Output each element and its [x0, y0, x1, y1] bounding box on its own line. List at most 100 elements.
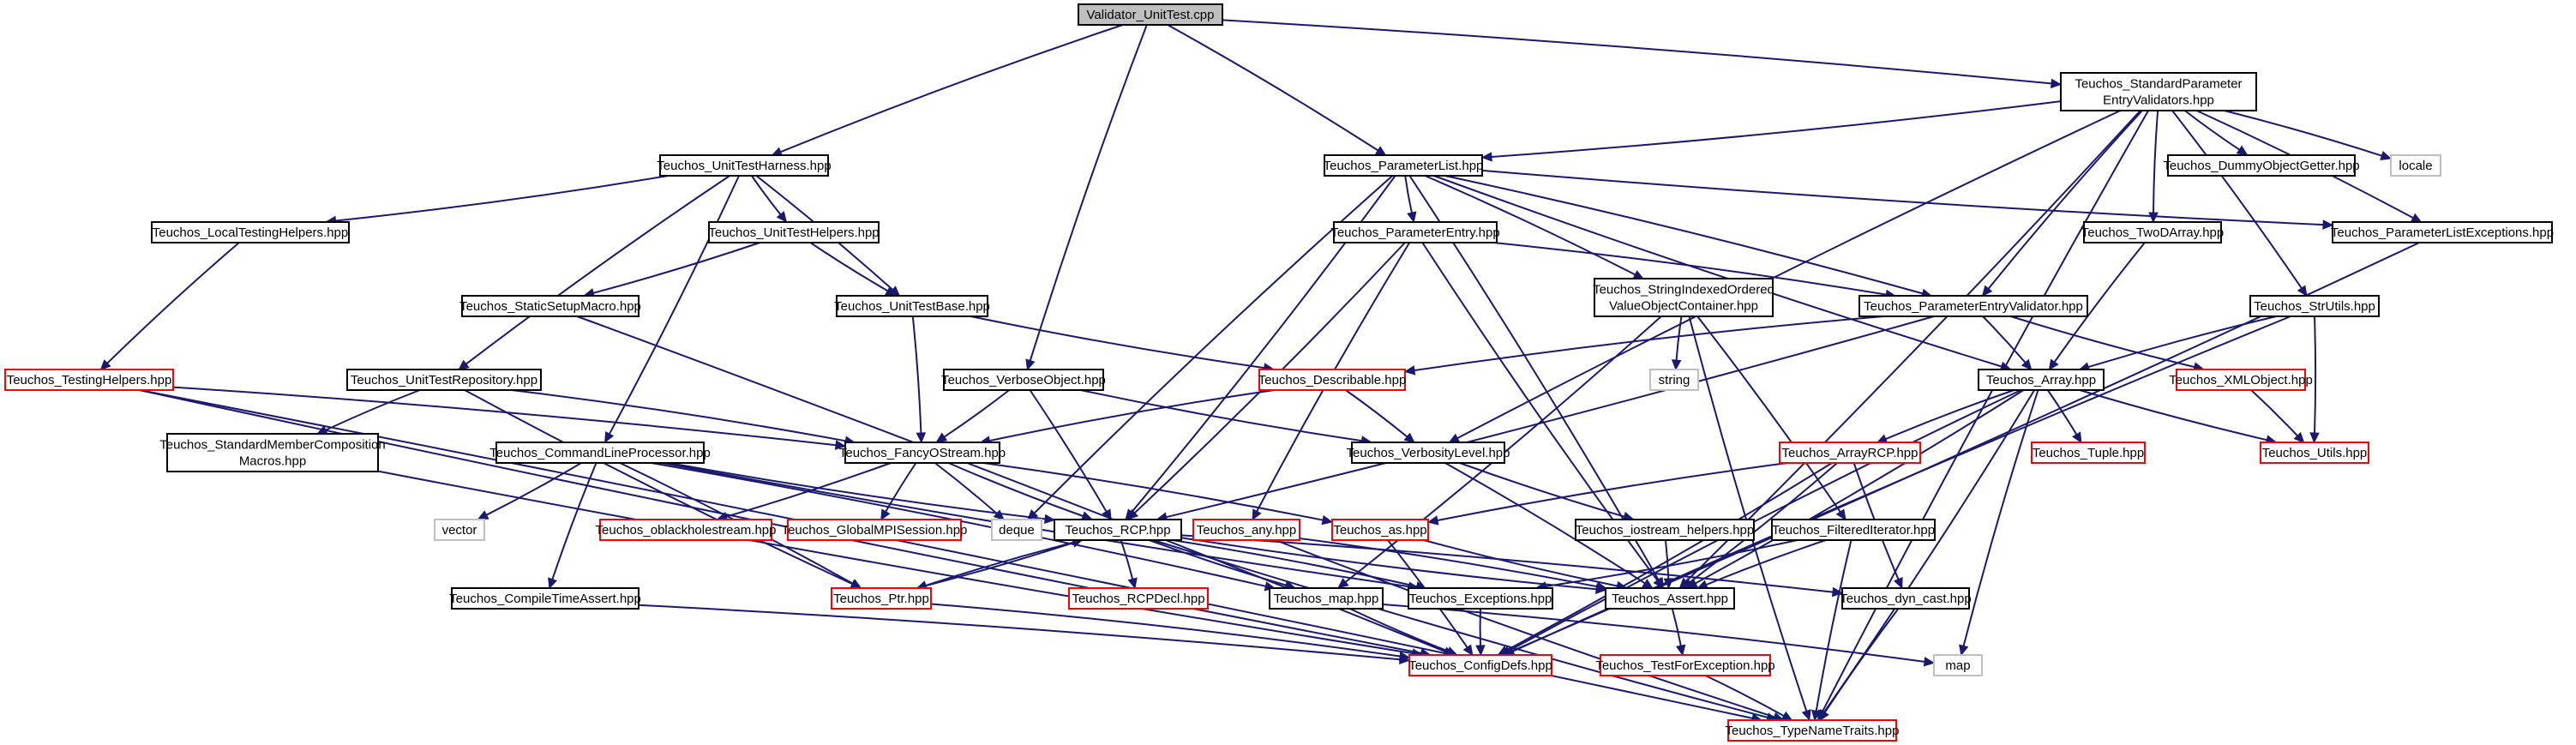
- node-box-as: [1331, 519, 1429, 541]
- node-gmpi[interactable]: Teuchos_GlobalMPISession.hpp: [782, 519, 968, 541]
- edge-pl-to-pev: [1444, 175, 1923, 295]
- arrowhead-spev-to-locale: [2380, 151, 2393, 160]
- node-utils[interactable]: Teuchos_Utils.hpp: [2260, 442, 2369, 464]
- node-label-rcpdecl-0: Teuchos_RCPDecl.hpp: [1072, 592, 1204, 606]
- arrowhead-exc-to-cfg: [1475, 645, 1486, 657]
- node-ple[interactable]: Teuchos_ParameterListExceptions.hpp: [2331, 221, 2554, 243]
- node-uthelp[interactable]: Teuchos_UnitTestHelpers.hpp: [708, 221, 880, 243]
- node-obh[interactable]: Teuchos_oblackholestream.hpp: [596, 519, 777, 541]
- edge-vl-to-assert: [1444, 462, 1646, 585]
- node-desc[interactable]: Teuchos_Describable.hpp: [1258, 369, 1407, 391]
- node-xml[interactable]: Teuchos_XMLObject.hpp: [2169, 369, 2313, 391]
- node-label-tda-0: Teuchos_TwoDArray.hpp: [2081, 225, 2224, 240]
- arrowhead-vl-to-assert: [1642, 579, 1654, 589]
- node-ioh[interactable]: Teuchos_iostream_helpers.hpp: [1575, 519, 1755, 541]
- node-label-th-0: Teuchos_TestingHelpers.hpp: [7, 373, 172, 388]
- node-any[interactable]: Teuchos_any.hpp: [1192, 519, 1300, 541]
- node-tuple[interactable]: Teuchos_Tuple.hpp: [2031, 442, 2146, 464]
- arrowhead-map-to-cfg: [1445, 646, 1458, 656]
- node-uth[interactable]: Teuchos_UnitTestHarness.hpp: [657, 154, 832, 177]
- node-vo[interactable]: Teuchos_VerboseObject.hpp: [941, 369, 1106, 391]
- edge-map-to-cfg: [1349, 608, 1449, 652]
- node-dyn[interactable]: Teuchos_dyn_cast.hpp: [1840, 587, 1972, 610]
- node-clp[interactable]: Teuchos_CommandLineProcessor.hpp: [489, 442, 711, 464]
- node-fi[interactable]: Teuchos_FilteredIterator.hpp: [1771, 519, 1936, 541]
- edge-spev-to-assert: [1685, 110, 2141, 582]
- node-utr[interactable]: Teuchos_UnitTestRepository.hpp: [346, 369, 542, 391]
- node-pe[interactable]: Teuchos_ParameterEntry.hpp: [1330, 221, 1500, 243]
- arrowhead-uth-to-uthelp: [776, 211, 788, 223]
- node-label-clp-0: Teuchos_CommandLineProcessor.hpp: [489, 446, 711, 460]
- node-pev[interactable]: Teuchos_ParameterEntryValidator.hpp: [1858, 295, 2088, 317]
- node-smc[interactable]: Teuchos_StandardMemberCompositionMacros.…: [159, 433, 386, 472]
- node-tda[interactable]: Teuchos_TwoDArray.hpp: [2081, 221, 2224, 243]
- edge-desc-to-vl: [1345, 389, 1408, 438]
- node-map[interactable]: Teuchos_map.hpp: [1269, 587, 1384, 610]
- edge-rcp-to-rcpdecl: [1120, 539, 1134, 580]
- edge-th-to-cfg: [139, 389, 1421, 654]
- edge-pl-to-ple: [1481, 169, 2324, 226]
- node-dog[interactable]: Teuchos_DummyObjectGetter.hpp: [2163, 154, 2360, 177]
- edge-fos-to-deque: [934, 462, 998, 514]
- node-lth[interactable]: Teuchos_LocalTestingHelpers.hpp: [151, 221, 350, 243]
- edge-fi-to-tnt: [1815, 539, 1852, 712]
- nodes-layer: Validator_UnitTest.cppTeuchos_StandardPa…: [4, 3, 2554, 742]
- node-label-as-0: Teuchos_as.hpp: [1333, 523, 1426, 538]
- node-vl[interactable]: Teuchos_VerbosityLevel.hpp: [1347, 442, 1510, 464]
- arrowhead-pl-to-ple: [2322, 219, 2334, 230]
- node-box-pe: [1333, 221, 1498, 243]
- node-box-obh: [599, 519, 772, 541]
- node-string: string: [1649, 369, 1699, 391]
- node-label-vo-0: Teuchos_VerboseObject.hpp: [941, 373, 1106, 388]
- arrowhead-fos-to-deque: [993, 509, 1006, 521]
- edge-utr-to-fos: [511, 389, 846, 442]
- node-tfe[interactable]: Teuchos_TestForException.hpp: [1595, 654, 1775, 676]
- node-box-any: [1192, 519, 1300, 541]
- edge-spev-to-locale: [2224, 110, 2382, 157]
- edge-rcp-to-dyn: [1180, 534, 1834, 593]
- edge-assert-to-tfe: [1671, 608, 1682, 646]
- node-sio[interactable]: Teuchos_StringIndexedOrderedValueObjectC…: [1593, 278, 1774, 317]
- node-assert[interactable]: Teuchos_Assert.hpp: [1605, 587, 1735, 610]
- node-root[interactable]: Validator_UnitTest.cpp: [1078, 3, 1223, 26]
- node-th[interactable]: Teuchos_TestingHelpers.hpp: [4, 369, 174, 391]
- edge-sio-to-string: [1675, 315, 1683, 361]
- node-array[interactable]: Teuchos_Array.hpp: [1978, 369, 2105, 391]
- node-label-dyn-0: Teuchos_dyn_cast.hpp: [1840, 592, 1971, 606]
- node-ssm[interactable]: Teuchos_StaticSetupMacro.hpp: [459, 295, 641, 317]
- node-rcp[interactable]: Teuchos_RCP.hpp: [1054, 519, 1182, 541]
- node-vector: vector: [434, 519, 485, 541]
- node-tnt[interactable]: Teuchos_TypeNameTraits.hpp: [1726, 719, 1900, 742]
- node-cta[interactable]: Teuchos_CompileTimeAssert.hpp: [449, 587, 641, 610]
- arrowhead-pev-to-desc: [1403, 365, 1416, 376]
- node-exc[interactable]: Teuchos_Exceptions.hpp: [1408, 587, 1553, 610]
- edge-array-to-tuple: [2046, 389, 2078, 436]
- arrowhead-clp-to-cta: [548, 577, 557, 590]
- node-box-fos: [844, 442, 1000, 464]
- edge-sio-to-fi: [1696, 315, 1841, 513]
- node-spev[interactable]: Teuchos_StandardParameterEntryValidators…: [2060, 72, 2257, 111]
- node-cfg[interactable]: Teuchos_ConfigDefs.hpp: [1408, 654, 1552, 676]
- arrowhead-pl-to-pe: [1407, 211, 1417, 224]
- node-as[interactable]: Teuchos_as.hpp: [1331, 519, 1429, 541]
- node-ptr[interactable]: Teuchos_Ptr.hpp: [831, 587, 932, 610]
- arrowhead-desc-to-vl: [1403, 432, 1415, 444]
- node-arcp[interactable]: Teuchos_ArrayRCP.hpp: [1779, 442, 1921, 464]
- node-strutils[interactable]: Teuchos_StrUtils.hpp: [2249, 295, 2380, 317]
- node-pl[interactable]: Teuchos_ParameterList.hpp: [1324, 154, 1484, 177]
- edge-spev-to-tda: [2153, 110, 2159, 213]
- edge-fos-to-rcp: [948, 462, 1084, 517]
- node-box-utb: [836, 295, 988, 317]
- edge-array-to-utils: [2079, 389, 2267, 442]
- node-rcpdecl[interactable]: Teuchos_RCPDecl.hpp: [1068, 587, 1209, 610]
- arrowhead-vo-to-rcp: [1102, 508, 1112, 521]
- node-label-pe-0: Teuchos_ParameterEntry.hpp: [1330, 225, 1499, 240]
- node-box-smc: [166, 433, 379, 472]
- node-box-map: [1269, 587, 1384, 610]
- node-utb[interactable]: Teuchos_UnitTestBase.hpp: [834, 295, 990, 317]
- node-fos[interactable]: Teuchos_FancyOStream.hpp: [839, 442, 1006, 464]
- node-label-fi-0: Teuchos_FilteredIterator.hpp: [1772, 523, 1935, 538]
- node-label-rcp-0: Teuchos_RCP.hpp: [1065, 523, 1170, 538]
- node-box-ssm: [461, 295, 639, 317]
